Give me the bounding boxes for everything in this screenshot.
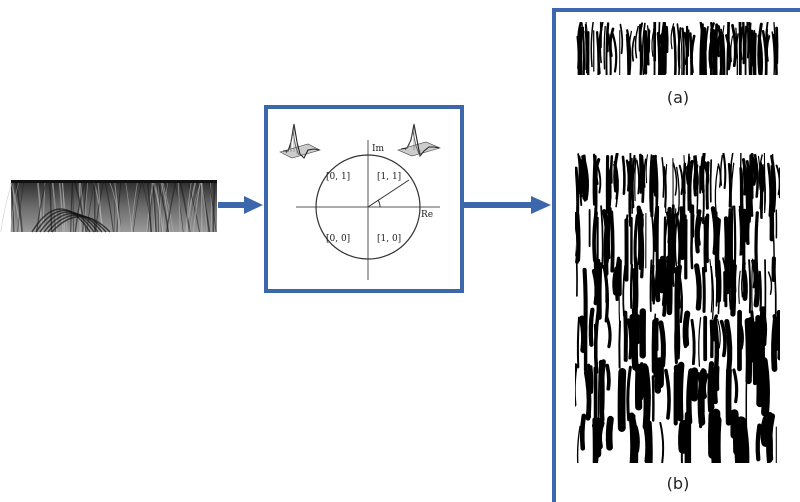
arrow-transform-to-codes [463,196,551,214]
phase-vector [367,179,410,208]
phase-angle-arc [377,199,381,208]
gabor-wavelet-real-icon [279,123,321,159]
quadrant-label-q3: [0, 0] [326,234,351,244]
real-axis-label: Re [421,210,434,220]
iris-code-a [575,22,780,75]
quadrant-label-q1: [1, 1] [377,172,402,182]
quadrant-label-q4: [1, 0] [377,234,402,244]
arrow-input-to-transform [218,196,263,214]
imaginary-axis-label: Im [372,144,385,154]
iris-code-b-stack [575,153,780,463]
iris-code-box [552,8,800,502]
phase-quantization-box [264,105,464,293]
unit-circle [315,154,421,260]
quadrant-label-q2: [0, 1] [326,172,351,182]
iris-strip-image [0,180,217,233]
caption-b: (b) [666,474,690,493]
gabor-wavelet-imag-icon [397,123,441,158]
caption-a: (a) [666,88,690,107]
